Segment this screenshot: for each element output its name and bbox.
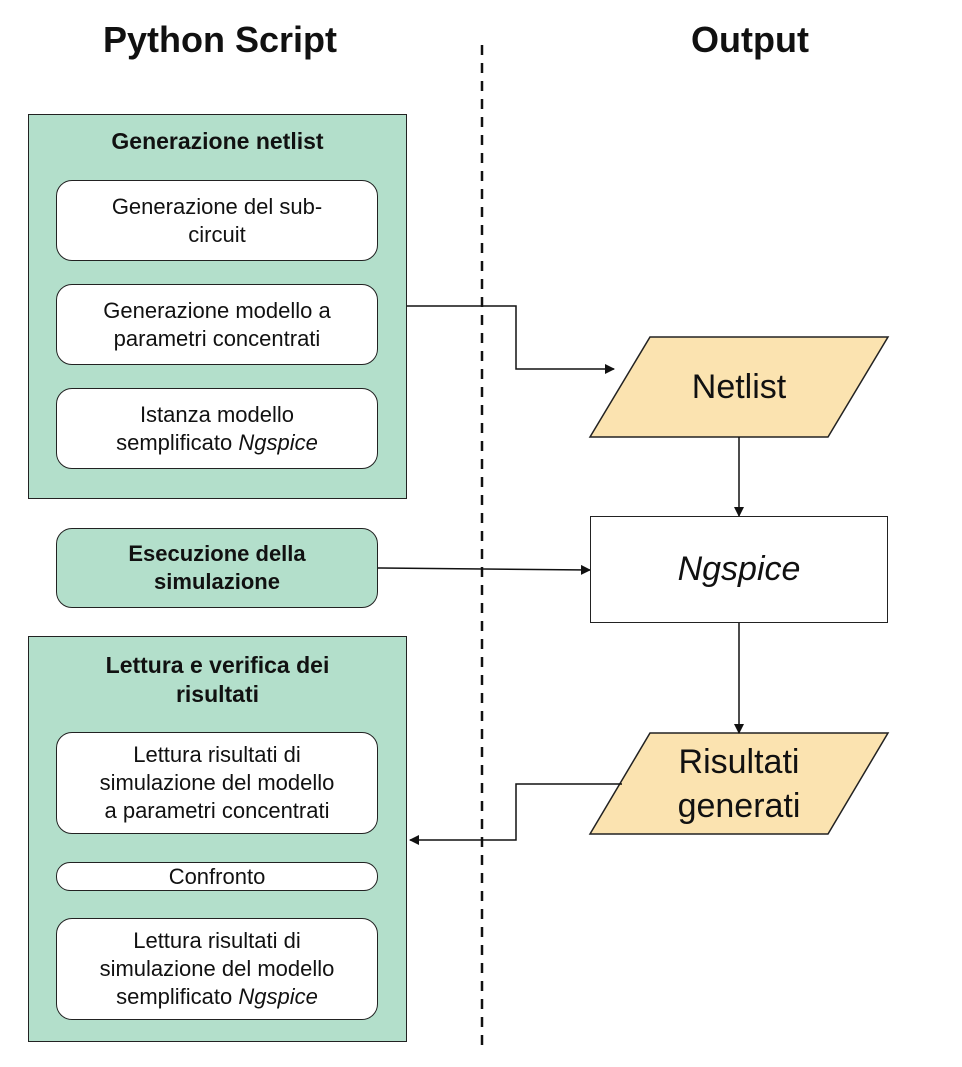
simulation-execution-step: Esecuzione della simulazione [56, 528, 378, 608]
step-text: simulazione del modello [99, 956, 335, 981]
step-text: semplificato [116, 429, 239, 455]
netlist-generation-title: Generazione netlist [111, 128, 324, 154]
step-text: circuit [188, 221, 246, 247]
results-parallelogram [588, 732, 890, 835]
ngspice-box: Ngspice [590, 516, 888, 623]
arrow-results-to-verification [409, 783, 622, 845]
results-line: generati [677, 786, 801, 825]
netlist-output-label: Netlist [691, 368, 787, 406]
step-text: simulazione del modello [99, 770, 335, 795]
step-text: simulazione [154, 569, 280, 594]
step-read-lumped-results: Lettura risultati di simulazione del mode… [56, 732, 378, 834]
step-text: Istanza modello [139, 401, 295, 427]
step-subcircuit-generation: Generazione del sub-circuit [56, 180, 378, 261]
arrow-netlist-generation-to-netlist [407, 305, 615, 374]
step-text: Lettura risultati di [133, 928, 301, 953]
column-title-python-script: Python Script [102, 19, 338, 60]
step-text: a parametri concentrati [104, 798, 330, 823]
results-output-label: Risultati generati [620, 733, 858, 834]
netlist-parallelogram [588, 336, 890, 438]
title-line: Lettura e verifica dei [105, 652, 330, 678]
step-text: Esecuzione della [128, 541, 306, 566]
arrow-execution-to-ngspice [377, 564, 591, 575]
step-text-italic: Ngspice [238, 429, 318, 455]
step-text: semplificato [116, 984, 239, 1009]
step-text: parametri concentrati [113, 325, 321, 351]
title-line: risultati [175, 681, 260, 707]
results-line: Risultati [678, 742, 800, 781]
results-verification-title: Lettura e verifica dei risultati [29, 651, 406, 709]
step-text: Generazione del sub- [111, 193, 323, 219]
step-text: Generazione modello a [103, 297, 331, 323]
ngspice-label: Ngspice [677, 550, 801, 588]
step-text-italic: Ngspice [238, 984, 318, 1009]
step-compare: Confronto [56, 862, 378, 891]
step-text: Lettura risultati di [133, 742, 301, 767]
step-read-ngspice-results: Lettura risultati di simulazione del mode… [56, 918, 378, 1020]
step-text: Confronto [168, 863, 266, 889]
column-title-output: Output [691, 19, 809, 60]
